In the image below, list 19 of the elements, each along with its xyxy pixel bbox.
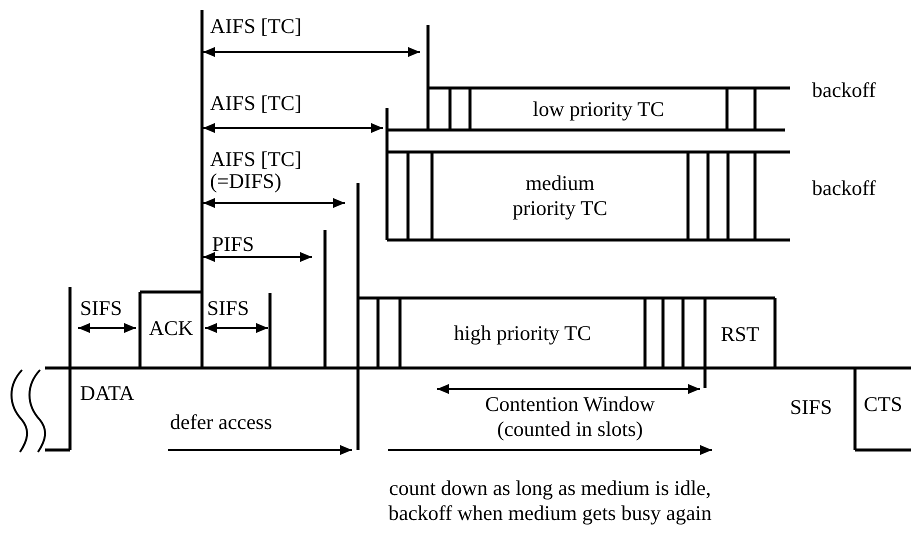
frame-label: CTS: [864, 392, 902, 417]
text-label: defer access: [170, 410, 272, 435]
text-label: backoff: [812, 176, 876, 201]
text-label: Contention Window (counted in slots): [484, 392, 656, 442]
interval-label: AIFS [TC]: [210, 91, 302, 116]
interval-label: PIFS: [212, 232, 254, 257]
interval-label: AIFS [TC]: [210, 14, 302, 39]
interval-label: SIFS: [80, 296, 122, 321]
interval-label: AIFS [TC] (=DIFS): [210, 148, 303, 192]
frame-label: medium priority TC: [512, 171, 608, 221]
frame-label: RST: [720, 322, 760, 347]
frame-label: high priority TC: [454, 320, 592, 346]
frame-label: low priority TC: [532, 96, 664, 122]
interval-label: SIFS: [790, 395, 832, 420]
frame-label: DATA: [80, 381, 134, 406]
interval-label: SIFS: [207, 296, 250, 321]
note-text: count down as long as medium is idle, backoff when medium gets busy again: [387, 476, 713, 526]
text-label: backoff: [812, 78, 876, 103]
frame-label: ACK: [148, 316, 194, 341]
